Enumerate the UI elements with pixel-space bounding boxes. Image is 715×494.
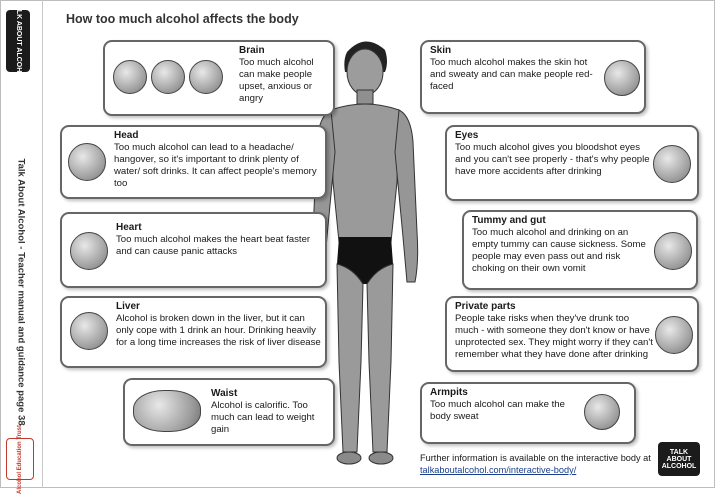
footer-text: Further information is available on the … [420,453,651,463]
waist-box: Waist Alcohol is calorific. Too much can… [123,378,335,446]
drunk-face-icon [70,312,108,350]
private-parts-heading: Private parts [455,301,516,312]
bloated-belly-icon [133,390,201,432]
eyes-heading: Eyes [455,130,479,141]
liver-box: Liver Alcohol is broken down in the live… [60,296,327,368]
nauseated-face-icon [654,232,692,270]
page-title: How too much alcohol affects the body [66,12,299,26]
tummy-box: Tummy and gut Too much alcohol and drink… [462,210,698,290]
interactive-body-link[interactable]: talkaboutalcohol.com/interactive-body/ [420,465,577,475]
heart-eyes-face-icon [655,316,693,354]
panic-face-icon [70,232,108,270]
eyes-text: Too much alcohol gives you bloodshot eye… [455,142,650,177]
brain-heading: Brain [239,45,265,56]
head-heading: Head [114,130,139,141]
sidebar: TALK ABOUT ALCOHOL Talk About Alcohol - … [0,0,43,494]
armpits-box: Armpits Too much alcohol can make the bo… [420,382,636,444]
liver-heading: Liver [116,301,140,312]
eyes-box: Eyes Too much alcohol gives you bloodsho… [445,125,699,201]
flushed-face-icon [604,60,640,96]
heart-text: Too much alcohol makes the heart beat fa… [116,234,311,257]
sad-face-icon [151,60,185,94]
anxious-sweat-face-icon [584,394,620,430]
private-parts-box: Private parts People take risks when the… [445,296,699,372]
bloodshot-eyes-face-icon [653,145,691,183]
brain-box: Brain Too much alcohol can make people u… [103,40,335,116]
private-parts-text: People take risks when they've drunk too… [455,313,653,360]
talk-about-alcohol-logo: TALK ABOUT ALCOHOL [6,0,30,82]
skin-heading: Skin [430,45,452,56]
head-box: Head Too much alcohol can lead to a head… [60,125,327,199]
head-text: Too much alcohol can lead to a headache/… [114,142,317,189]
skin-box: Skin Too much alcohol makes the skin hot… [420,40,646,114]
tummy-text: Too much alcohol and drinking on an empt… [472,227,646,274]
alcohol-education-trust-logo: Alcohol Education Trust [6,424,34,494]
tummy-heading: Tummy and gut [472,215,546,226]
sweating-face-icon [113,60,147,94]
footer: Further information is available on the … [420,452,651,476]
skin-text: Too much alcohol makes the skin hot and … [430,57,593,92]
heart-box: Heart Too much alcohol makes the heart b… [60,212,327,288]
talk-about-alcohol-logo-bottom: TALK ABOUT ALCOHOL [658,442,700,476]
waist-heading: Waist [211,388,238,399]
heart-heading: Heart [116,222,142,233]
headache-face-icon [68,143,106,181]
armpits-heading: Armpits [430,387,468,398]
waist-text: Alcohol is calorific. Too much can lead … [211,400,315,435]
liver-text: Alcohol is broken down in the liver, but… [116,313,321,348]
armpits-text: Too much alcohol can make the body sweat [430,399,565,422]
angry-face-icon [189,60,223,94]
sidebar-caption: Talk About Alcohol - Teacher manual and … [15,158,27,426]
brain-text: Too much alcohol can make people upset, … [239,57,314,104]
